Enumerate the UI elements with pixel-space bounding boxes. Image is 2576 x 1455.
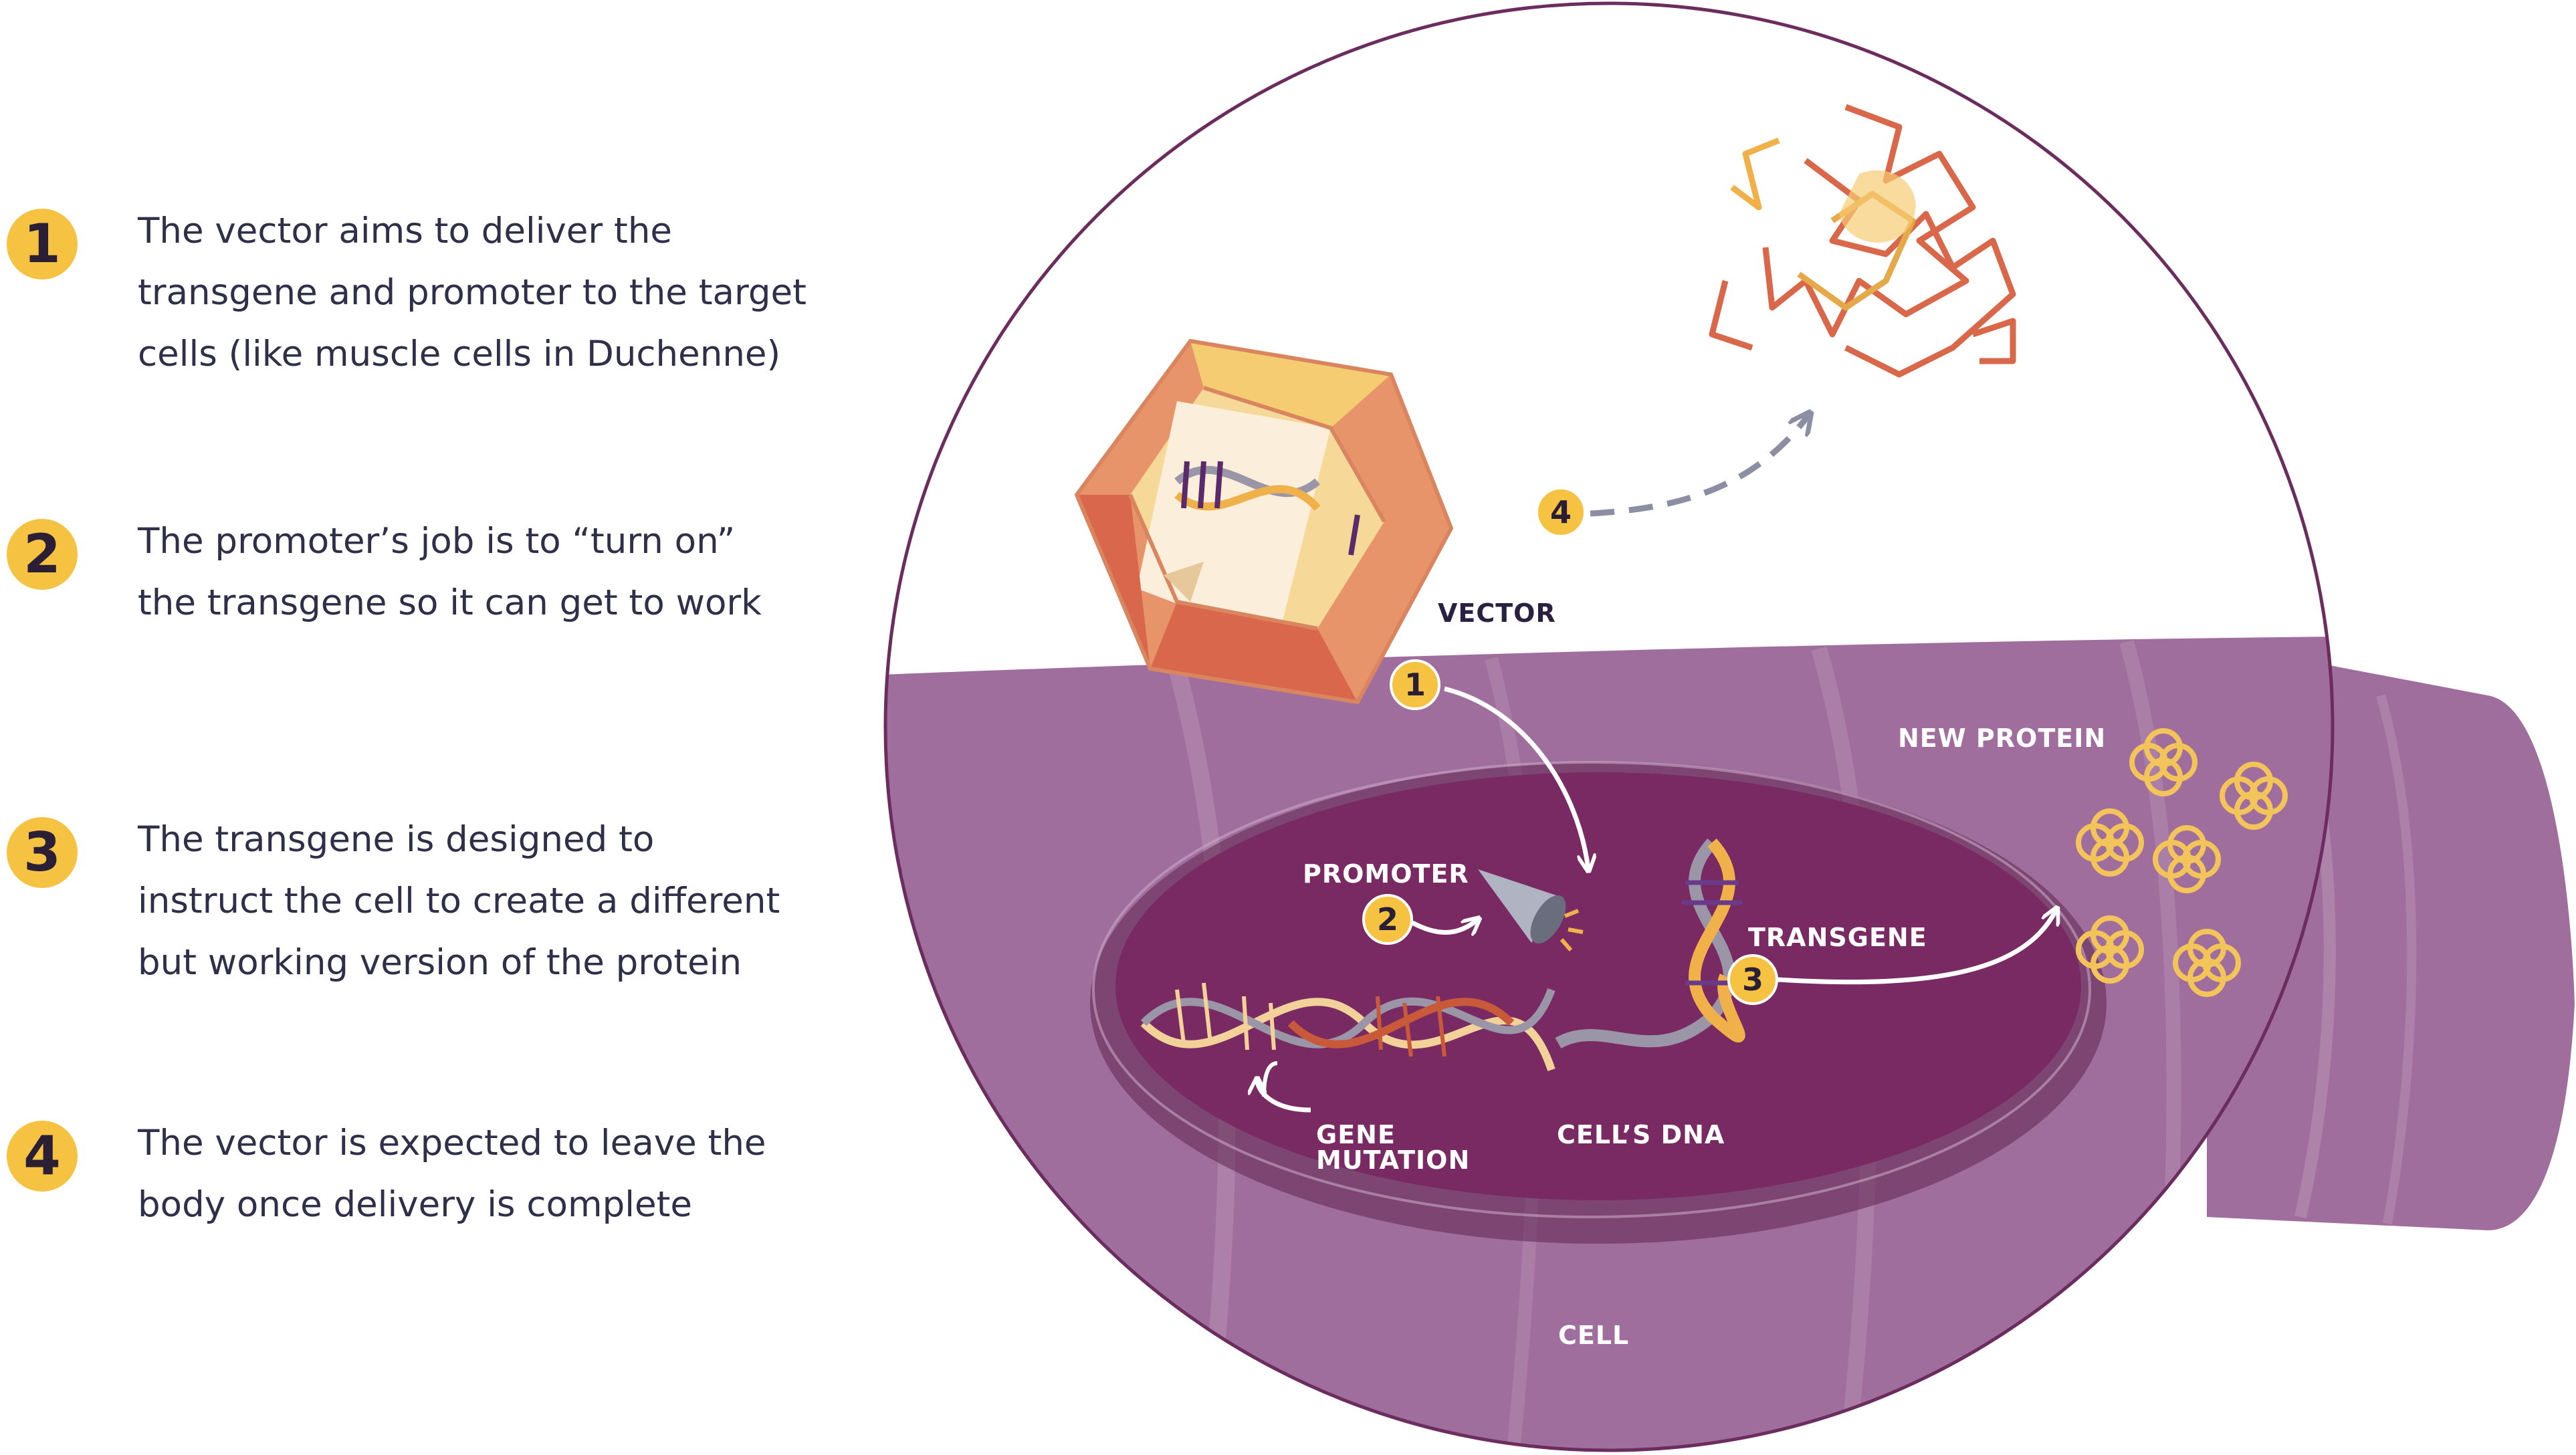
label-cells-dna: CELL’S DNA [1557,1120,1725,1149]
step-3-badge: 3 [7,817,78,888]
svg-text:2: 2 [1377,901,1398,937]
label-gene-mutation-line-1: GENE [1316,1120,1396,1149]
step-2-badge: 2 [7,519,78,590]
cells-dna-helix [1140,982,1555,1097]
step-1-line-3: cells (like muscle cells in Duchenne) [138,334,781,374]
arrow-gene-mutation [1257,1080,1311,1113]
step-3-line-1: The transgene is designed to [138,819,655,860]
step-1-text: The vector aims to deliver the transgene… [138,201,860,385]
step-4-line-2: body once delivery is complete [138,1184,692,1225]
marker-2: 2 [1362,894,1413,945]
label-cell: CELL [1558,1321,1629,1350]
label-vector: VECTOR [1438,598,1556,628]
label-new-protein: NEW PROTEIN [1898,723,2106,753]
circle-outline [883,1,2335,1452]
marker-1: 1 [1390,659,1440,710]
step-3-line-3: but working version of the protein [138,942,742,983]
label-promoter: PROMOTER [1303,859,1469,889]
svg-text:3: 3 [1742,962,1763,998]
new-protein-icons [2076,728,2288,997]
step-1-line-2: transgene and promoter to the target [138,272,807,313]
step-2-line-2: the transgene so it can get to work [138,582,762,623]
step-3-line-2: instruct the cell to create a different [138,881,780,921]
marker-4: 4 [1535,487,1586,538]
label-gene-mutation-line-2: MUTATION [1316,1145,1470,1175]
promoter-megaphone-icon [1478,869,1584,952]
arrow-vector-to-nucleus [1444,686,1588,869]
protein-cluster [1709,104,2016,378]
marker-3: 3 [1727,954,1778,1005]
svg-text:1: 1 [1404,667,1426,703]
arrow-transgene-to-protein [1777,909,2056,985]
step-2-line-1: The promoter’s job is to “turn on” [138,521,736,562]
nucleus [1090,761,2107,1244]
step-1-badge: 1 [7,209,78,279]
step-4-line-1: The vector is expected to leave the [138,1123,766,1163]
step-4-text: The vector is expected to leave the body… [138,1113,860,1236]
svg-text:4: 4 [1550,494,1572,530]
vector-capsid [1074,338,1454,705]
step-2-text: The promoter’s job is to “turn on” the t… [138,511,860,634]
step-1-line-1: The vector aims to deliver the [138,211,673,251]
label-transgene: TRANSGENE [1748,923,1927,952]
step-3-text: The transgene is designed to instruct th… [138,809,860,994]
step-4-badge: 4 [7,1121,78,1192]
arrow-promoter [1411,919,1478,932]
steps-list: 1 The vector aims to deliver the transge… [0,0,869,1455]
arrow-vector-leaves [1590,415,1809,517]
